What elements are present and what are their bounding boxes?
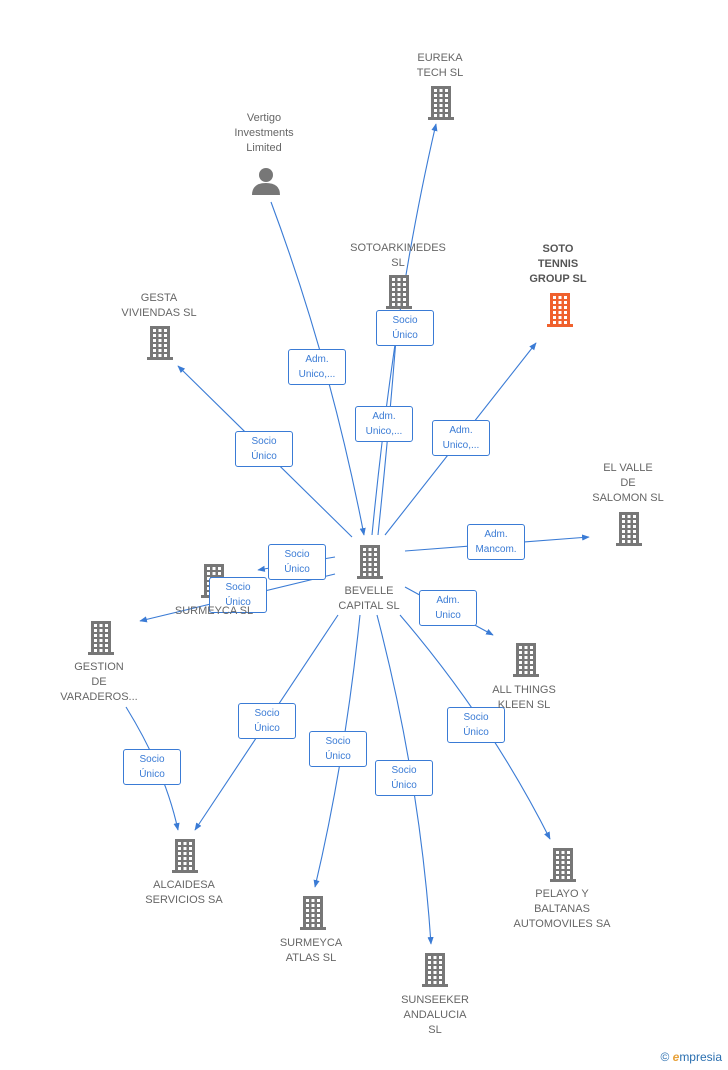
building-icon[interactable] [422,953,448,987]
node-label-gesta[interactable]: GESTA VIVIENDAS SL [121,292,197,319]
edge-label-bevelle-gestion[interactable]: Socio Único [209,577,267,613]
building-icon[interactable] [147,326,173,360]
edge-label-bevelle-sotoarkimedes[interactable]: Socio Único [376,310,434,346]
building-icon[interactable] [550,848,576,882]
edge-label-bevelle-eureka[interactable]: Adm. Unico,... [355,406,413,442]
node-label-gestion[interactable]: GESTION DE VARADEROS... [60,661,138,703]
edge-label-bevelle-alcaidesa[interactable]: Socio Único [238,703,296,739]
edge-label-bevelle-allthings[interactable]: Adm. Unico [419,590,477,626]
node-label-sototennis[interactable]: SOTO TENNIS GROUP SL [529,243,587,285]
brand-footer: © empresia [660,1050,722,1064]
building-icon[interactable] [616,512,642,546]
building-icon[interactable] [88,621,114,655]
edge-label-gestion-alcaidesa[interactable]: Socio Único [123,749,181,785]
building-icon[interactable] [386,275,412,309]
building-icon[interactable] [513,643,539,677]
brand-initial: e [672,1050,680,1064]
building-icon[interactable] [357,545,383,579]
edge-label-bevelle-surmeyca_sl[interactable]: Socio Único [268,544,326,580]
node-label-bevelle[interactable]: BEVELLE CAPITAL SL [338,585,400,612]
person-icon[interactable] [252,168,280,195]
node-label-elvalle[interactable]: EL VALLE DE SALOMON SL [592,462,664,504]
building-icon[interactable] [428,86,454,120]
building-icon[interactable] [300,896,326,930]
node-label-surmeyca_sl[interactable]: SURMEYCA SL [174,605,254,617]
edge-label-bevelle-pelayo[interactable]: Socio Único [447,707,505,743]
node-label-sunseeker[interactable]: SUNSEEKER ANDALUCIA SL [401,994,469,1036]
edge-label-bevelle-sototennis[interactable]: Adm. Unico,... [432,420,490,456]
node-label-eureka[interactable]: EUREKA TECH SL [416,52,464,79]
building-icon[interactable] [172,839,198,873]
edge-label-bevelle-sunseeker[interactable]: Socio Único [375,760,433,796]
edge-label-bevelle-gesta[interactable]: Socio Único [235,431,293,467]
building-icon[interactable] [547,293,573,327]
edge-label-bevelle-surmeyca_atlas[interactable]: Socio Único [309,731,367,767]
node-label-surmeyca_atlas[interactable]: SURMEYCA ATLAS SL [279,937,343,964]
node-label-alcaidesa[interactable]: ALCAIDESA SERVICIOS SA [145,879,223,906]
copyright-symbol: © [660,1050,670,1064]
edge-label-vertigo-bevelle[interactable]: Adm. Unico,... [288,349,346,385]
node-label-vertigo[interactable]: Vertigo Investments Limited [234,112,294,154]
brand-name: mpresia [679,1050,722,1064]
node-label-sotoarkimedes[interactable]: SOTOARKIMEDES SL [350,242,446,269]
node-label-pelayo[interactable]: PELAYO Y BALTANAS AUTOMOVILES SA [513,888,611,930]
node-label-allthings[interactable]: ALL THINGS KLEEN SL [492,684,556,711]
edge-label-bevelle-elvalle[interactable]: Adm. Mancom. [467,524,525,560]
